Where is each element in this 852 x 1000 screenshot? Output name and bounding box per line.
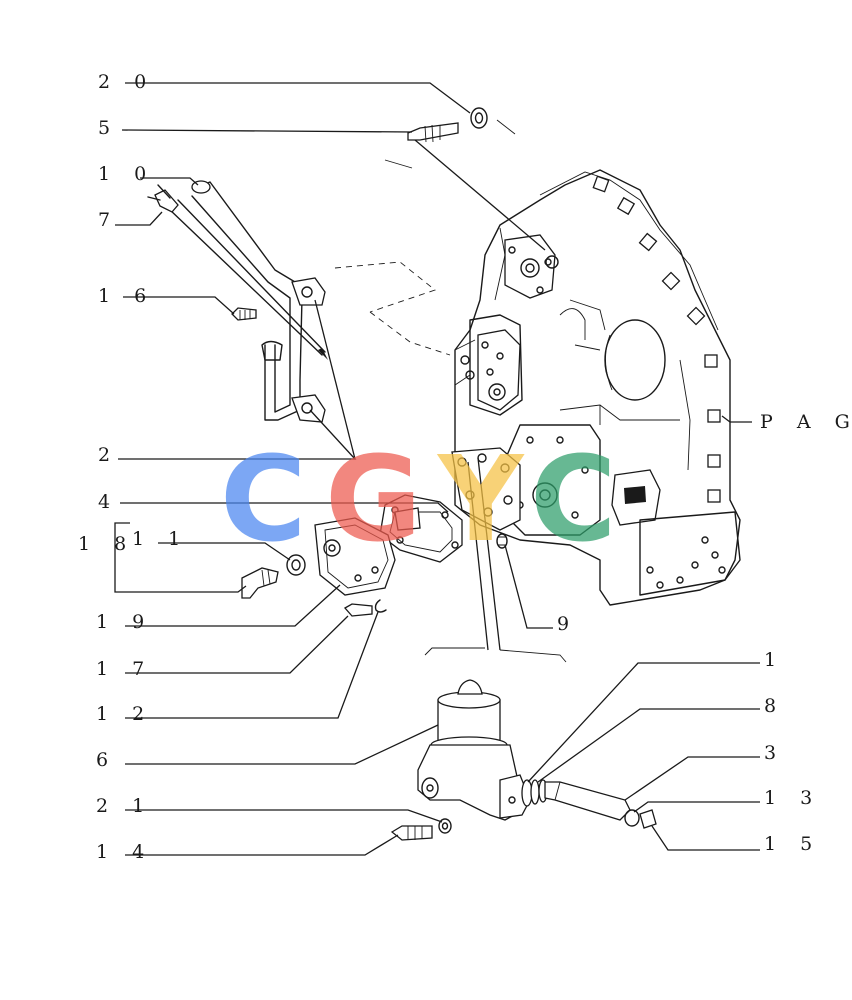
part-7-dipstick bbox=[147, 184, 328, 360]
callout-2: 2 bbox=[98, 444, 119, 466]
callout-10: 1 0 bbox=[98, 163, 155, 185]
callout-19: 1 9 bbox=[96, 611, 153, 633]
callout-7: 7 bbox=[98, 209, 119, 231]
part-17-bolt bbox=[343, 603, 373, 617]
callout-9: 9 bbox=[557, 613, 578, 635]
callout-page-ref: P A G . bbox=[760, 411, 852, 433]
callout-13: 1 3 bbox=[764, 787, 821, 809]
part-5-fitting bbox=[407, 122, 459, 143]
callout-21: 2 1 bbox=[96, 795, 153, 817]
part-19-filter-head bbox=[314, 517, 396, 596]
part-13-15-clamp bbox=[624, 809, 657, 829]
break-marks-mid bbox=[424, 647, 567, 663]
callout-labels: 2 0 5 1 0 7 1 6 2 4 1 8 1 1 1 9 1 7 1 2 … bbox=[78, 71, 852, 863]
callout-8: 8 bbox=[764, 695, 785, 717]
callout-1: 1 bbox=[764, 649, 785, 671]
watermark-logo: C G Y C bbox=[220, 430, 617, 568]
part-20-washer bbox=[470, 107, 488, 129]
part-11-seal bbox=[286, 554, 306, 576]
watermark-letter-g: G bbox=[325, 430, 422, 568]
callout-18: 1 8 bbox=[78, 533, 135, 555]
part-18-elbow bbox=[241, 567, 279, 599]
callout-3: 3 bbox=[764, 742, 785, 764]
part-4-gasket bbox=[379, 494, 463, 563]
callout-14: 1 4 bbox=[96, 841, 153, 863]
break-marks-top bbox=[384, 119, 516, 169]
part-12-washer bbox=[374, 599, 387, 613]
callout-5: 5 bbox=[98, 117, 119, 139]
callout-16: 1 6 bbox=[98, 285, 155, 307]
callout-11: 1 1 bbox=[132, 528, 189, 550]
part-10-pipe bbox=[191, 180, 326, 423]
part-21-washer bbox=[438, 818, 452, 834]
watermark-letter-y: Y bbox=[436, 430, 525, 568]
part-16-bolt bbox=[231, 307, 257, 321]
watermark-letter-c1: C bbox=[220, 430, 307, 568]
callout-20: 2 0 bbox=[98, 71, 155, 93]
leader-lines bbox=[114, 82, 760, 856]
callout-12: 1 2 bbox=[96, 703, 153, 725]
part-14-bolt bbox=[390, 825, 433, 841]
part-3-pipe bbox=[544, 781, 631, 821]
callout-15: 1 5 bbox=[764, 833, 821, 855]
callout-17: 1 7 bbox=[96, 658, 153, 680]
part-9-plug bbox=[496, 533, 508, 549]
phantom-outline bbox=[334, 261, 451, 356]
callout-4: 4 bbox=[98, 491, 119, 513]
part-6-oil-filter bbox=[417, 679, 531, 821]
part-1-8-seals bbox=[521, 779, 548, 807]
callout-6: 6 bbox=[96, 749, 117, 771]
watermark-letter-c2: C bbox=[530, 430, 617, 568]
